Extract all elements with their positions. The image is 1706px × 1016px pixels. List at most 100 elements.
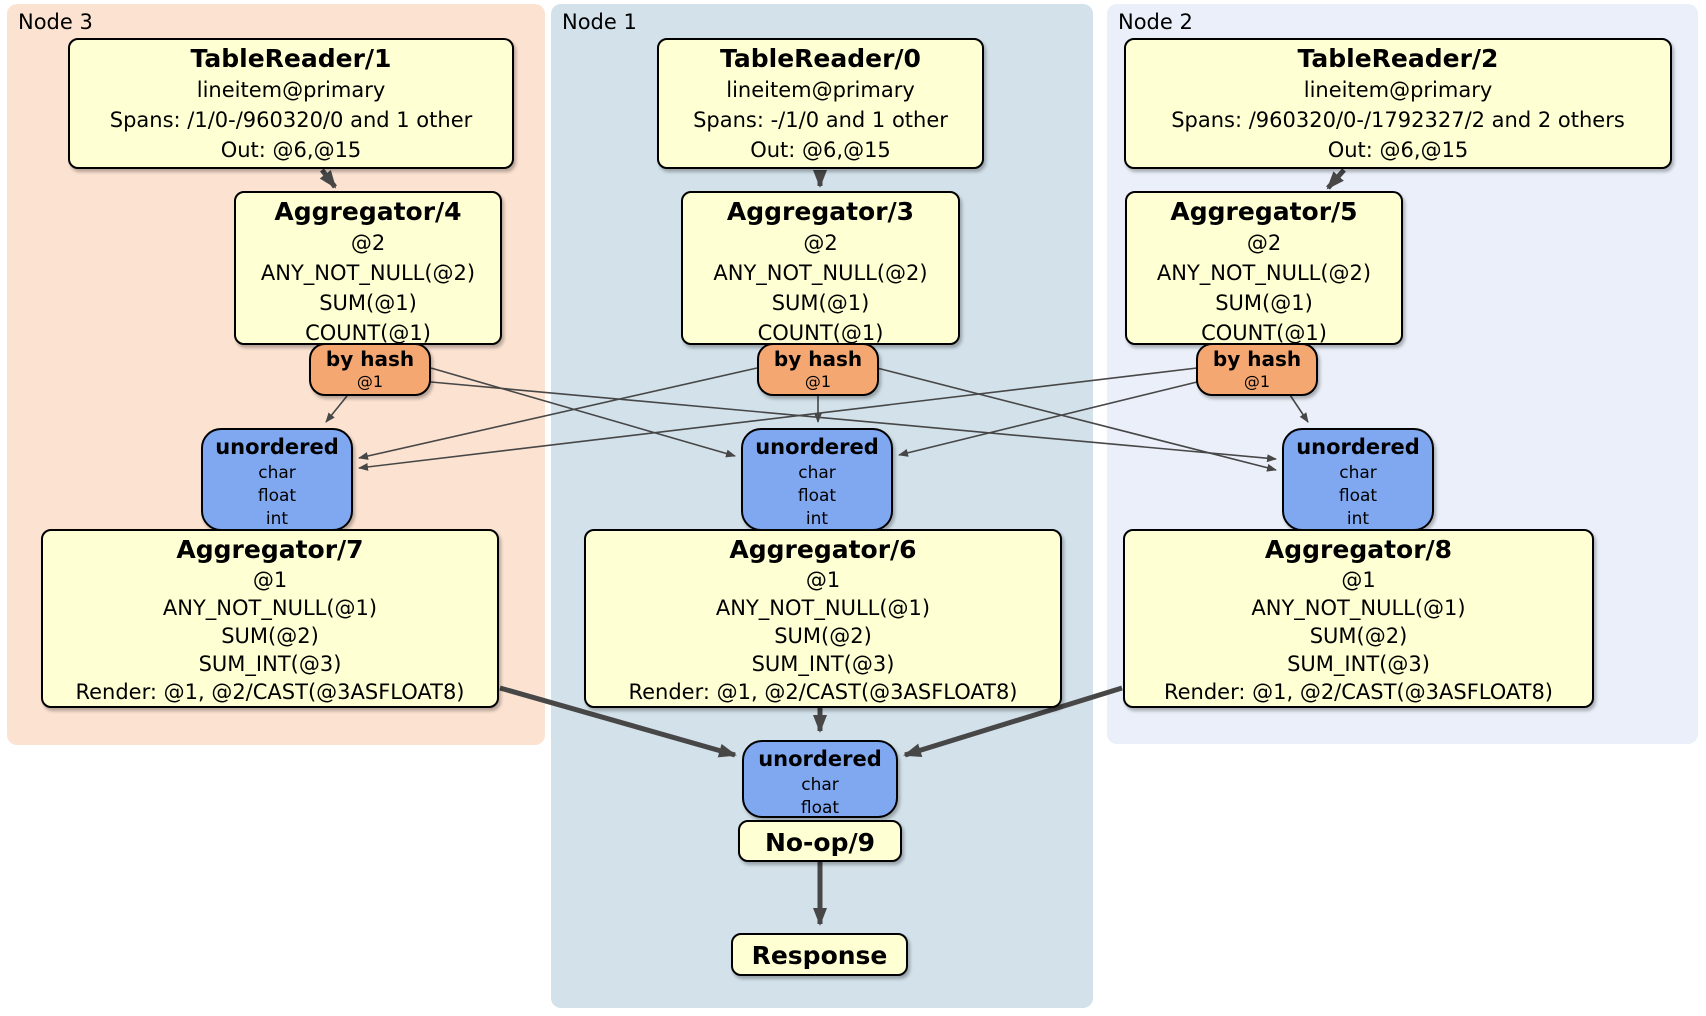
processor-index: lineitem@primary <box>196 78 386 102</box>
router-cols: @1 <box>1243 372 1271 391</box>
node-group-label: Node 2 <box>1118 10 1193 34</box>
processor-aggregator-5: Aggregator/5 @2 ANY_NOT_NULL(@2) SUM(@1)… <box>1125 191 1403 345</box>
processor-aggregator-6: Aggregator/6 @1 ANY_NOT_NULL(@1) SUM(@2)… <box>584 529 1062 708</box>
sync-col-type: float <box>800 798 840 818</box>
sync-col-type: char <box>1339 463 1377 483</box>
processor-group-cols: @2 <box>1246 231 1282 255</box>
processor-agg-fn: SUM(@1) <box>319 291 417 315</box>
processor-index: lineitem@primary <box>726 78 915 102</box>
edge-bh3-un7 <box>358 367 758 460</box>
sync-unordered-8: unordered char float int <box>1282 428 1434 531</box>
processor-out: Out: @6,@15 <box>750 138 891 162</box>
processor-agg-fn: SUM(@2) <box>221 624 319 648</box>
processor-index: lineitem@primary <box>1303 78 1493 102</box>
edge-bh4-un8 <box>430 381 1277 463</box>
sync-col-type: int <box>805 509 829 529</box>
sync-title: unordered <box>215 435 339 459</box>
processor-group-cols: @1 <box>252 568 288 592</box>
router-cols: @1 <box>356 372 384 391</box>
response-node: Response <box>731 933 908 976</box>
sync-col-type: char <box>258 463 296 483</box>
processor-agg-fn: COUNT(@1) <box>757 321 884 345</box>
processor-agg-fn: SUM_INT(@3) <box>1287 652 1430 676</box>
processor-agg-fn: ANY_NOT_NULL(@1) <box>715 596 931 620</box>
processor-agg-fn: SUM_INT(@3) <box>198 652 342 676</box>
sync-col-type: float <box>797 486 837 506</box>
processor-title: No-op/9 <box>764 828 876 857</box>
edge-tr2-agg5 <box>1326 168 1346 190</box>
processor-title: Aggregator/4 <box>274 197 462 226</box>
edge-bh5-un8 <box>1289 394 1309 423</box>
edge-bh4-un7 <box>325 395 348 423</box>
sync-col-type: int <box>265 509 289 529</box>
edge-bh3-un8 <box>876 367 1277 472</box>
processor-group-cols: @2 <box>803 231 838 255</box>
edge-bh5-un7 <box>358 367 1198 471</box>
sync-col-type: float <box>257 486 297 506</box>
router-title: by hash <box>325 347 415 371</box>
processor-spans: Spans: /1/0-/960320/0 and 1 other <box>109 108 473 132</box>
processor-agg-fn: ANY_NOT_NULL(@2) <box>1156 261 1372 285</box>
processor-aggregator-7: Aggregator/7 @1 ANY_NOT_NULL(@1) SUM(@2)… <box>41 529 499 708</box>
processor-tablereader-1: TableReader/1 lineitem@primary Spans: /1… <box>68 38 514 169</box>
edge-bh5-un6 <box>898 381 1198 457</box>
processor-agg-fn: ANY_NOT_NULL(@2) <box>713 261 928 285</box>
sync-col-type: int <box>1346 509 1370 529</box>
processor-title: TableReader/0 <box>720 44 921 73</box>
processor-render: Render: @1, @2/CAST(@3ASFLOAT8) <box>628 680 1018 704</box>
processor-agg-fn: SUM_INT(@3) <box>751 652 895 676</box>
processor-title: Aggregator/5 <box>1170 197 1358 226</box>
sync-col-type: float <box>1338 486 1378 506</box>
processor-aggregator-3: Aggregator/3 @2 ANY_NOT_NULL(@2) SUM(@1)… <box>681 191 960 345</box>
processor-spans: Spans: /960320/0-/1792327/2 and 2 others <box>1171 108 1625 132</box>
router-by-hash-3: by hash @1 <box>757 343 879 396</box>
processor-spans: Spans: -/1/0 and 1 other <box>693 108 948 132</box>
processor-agg-fn: ANY_NOT_NULL(@1) <box>1251 596 1466 620</box>
processor-title: Aggregator/8 <box>1264 535 1453 564</box>
sync-unordered-6: unordered char float int <box>741 428 893 531</box>
processor-title: TableReader/2 <box>1297 44 1499 73</box>
sync-title: unordered <box>755 435 879 459</box>
router-title: by hash <box>773 347 863 371</box>
processor-aggregator-4: Aggregator/4 @2 ANY_NOT_NULL(@2) SUM(@1)… <box>234 191 502 345</box>
processor-agg-fn: ANY_NOT_NULL(@1) <box>162 596 378 620</box>
processor-render: Render: @1, @2/CAST(@3ASFLOAT8) <box>75 680 465 704</box>
processor-out: Out: @6,@15 <box>1327 138 1469 162</box>
processor-title: Aggregator/3 <box>726 197 915 226</box>
router-by-hash-4: by hash @1 <box>309 343 431 396</box>
processor-noop-9: No-op/9 <box>738 820 902 862</box>
processor-aggregator-8: Aggregator/8 @1 ANY_NOT_NULL(@1) SUM(@2)… <box>1123 529 1594 708</box>
processor-agg-fn: SUM(@2) <box>774 624 872 648</box>
processor-agg-fn: ANY_NOT_NULL(@2) <box>260 261 476 285</box>
edge-agg8-un9 <box>903 685 1123 758</box>
sync-title: unordered <box>758 747 882 771</box>
edge-bh4-un6 <box>430 367 736 458</box>
processor-group-cols: @1 <box>1341 568 1376 592</box>
router-by-hash-5: by hash @1 <box>1196 343 1318 396</box>
processor-out: Out: @6,@15 <box>220 138 362 162</box>
processor-agg-fn: COUNT(@1) <box>1201 321 1327 345</box>
processor-title: TableReader/1 <box>190 44 392 73</box>
processor-agg-fn: SUM(@1) <box>1215 291 1313 315</box>
processor-agg-fn: SUM(@1) <box>771 291 870 315</box>
edge-tr1-agg4 <box>319 168 337 189</box>
edge-agg7-un9 <box>499 685 737 758</box>
router-title: by hash <box>1212 347 1302 371</box>
processor-agg-fn: COUNT(@1) <box>305 321 431 345</box>
sync-col-type: char <box>801 775 839 795</box>
processor-title: Aggregator/7 <box>176 535 364 564</box>
processor-tablereader-2: TableReader/2 lineitem@primary Spans: /9… <box>1124 38 1672 169</box>
sync-unordered-7: unordered char float int <box>201 428 353 531</box>
processor-agg-fn: SUM(@2) <box>1309 624 1408 648</box>
response-title: Response <box>751 941 888 970</box>
processor-group-cols: @1 <box>805 568 841 592</box>
processor-tablereader-0: TableReader/0 lineitem@primary Spans: -/… <box>657 38 984 169</box>
node-group-label: Node 1 <box>562 10 637 34</box>
sync-title: unordered <box>1296 435 1420 459</box>
processor-render: Render: @1, @2/CAST(@3ASFLOAT8) <box>1163 680 1554 704</box>
processor-group-cols: @2 <box>350 231 386 255</box>
router-cols: @1 <box>804 372 832 391</box>
processor-title: Aggregator/6 <box>729 535 917 564</box>
